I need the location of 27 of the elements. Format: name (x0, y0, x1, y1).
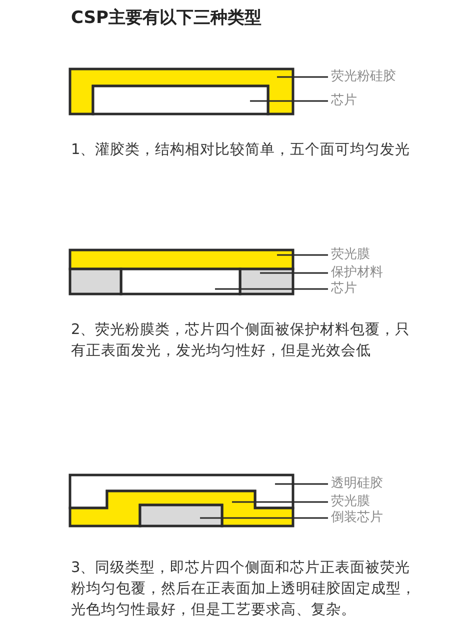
leader-line (200, 517, 328, 519)
leader-line (215, 288, 328, 290)
phosphor-film-layer (68, 490, 294, 528)
part-label: 芯片 (331, 93, 357, 109)
part-label: 倒装芯片 (331, 510, 383, 526)
protective-material-block (238, 268, 294, 296)
leader-line (277, 254, 328, 256)
title: CSP主要有以下三种类型 (71, 7, 262, 29)
leader-line (232, 501, 328, 503)
flip-chip-block (138, 504, 224, 528)
chip-block (92, 84, 270, 116)
description-text: 3、同级类型，即芯片四个侧面和芯片正表面被荧光粉均匀包覆，然后在正表面加上透明硅胶固定成型，光色均匀性最好，但是工艺要求高、复杂。 (71, 559, 416, 620)
part-label: 保护材料 (331, 265, 383, 281)
chip-block (120, 268, 242, 296)
part-label: 荧光粉硅胶 (331, 69, 396, 85)
leader-line (250, 100, 328, 102)
part-label: 透明硅胶 (331, 476, 383, 492)
protective-material-block (68, 268, 122, 296)
description-text: 1、灌胶类，结构相对比较简单，五个面可均匀发光 (71, 140, 411, 160)
part-label: 芯片 (331, 281, 357, 297)
leader-line (275, 483, 328, 485)
leader-line (277, 76, 328, 78)
part-label: 荧光膜 (331, 247, 370, 263)
leader-line (260, 272, 328, 274)
description-text: 2、荧光粉膜类，芯片四个侧面被保护材料包覆，只有正表面发光，发光均匀性好，但是光效会低 (71, 320, 412, 361)
part-label: 荧光膜 (331, 494, 370, 510)
phosphor-film-layer (68, 248, 294, 270)
